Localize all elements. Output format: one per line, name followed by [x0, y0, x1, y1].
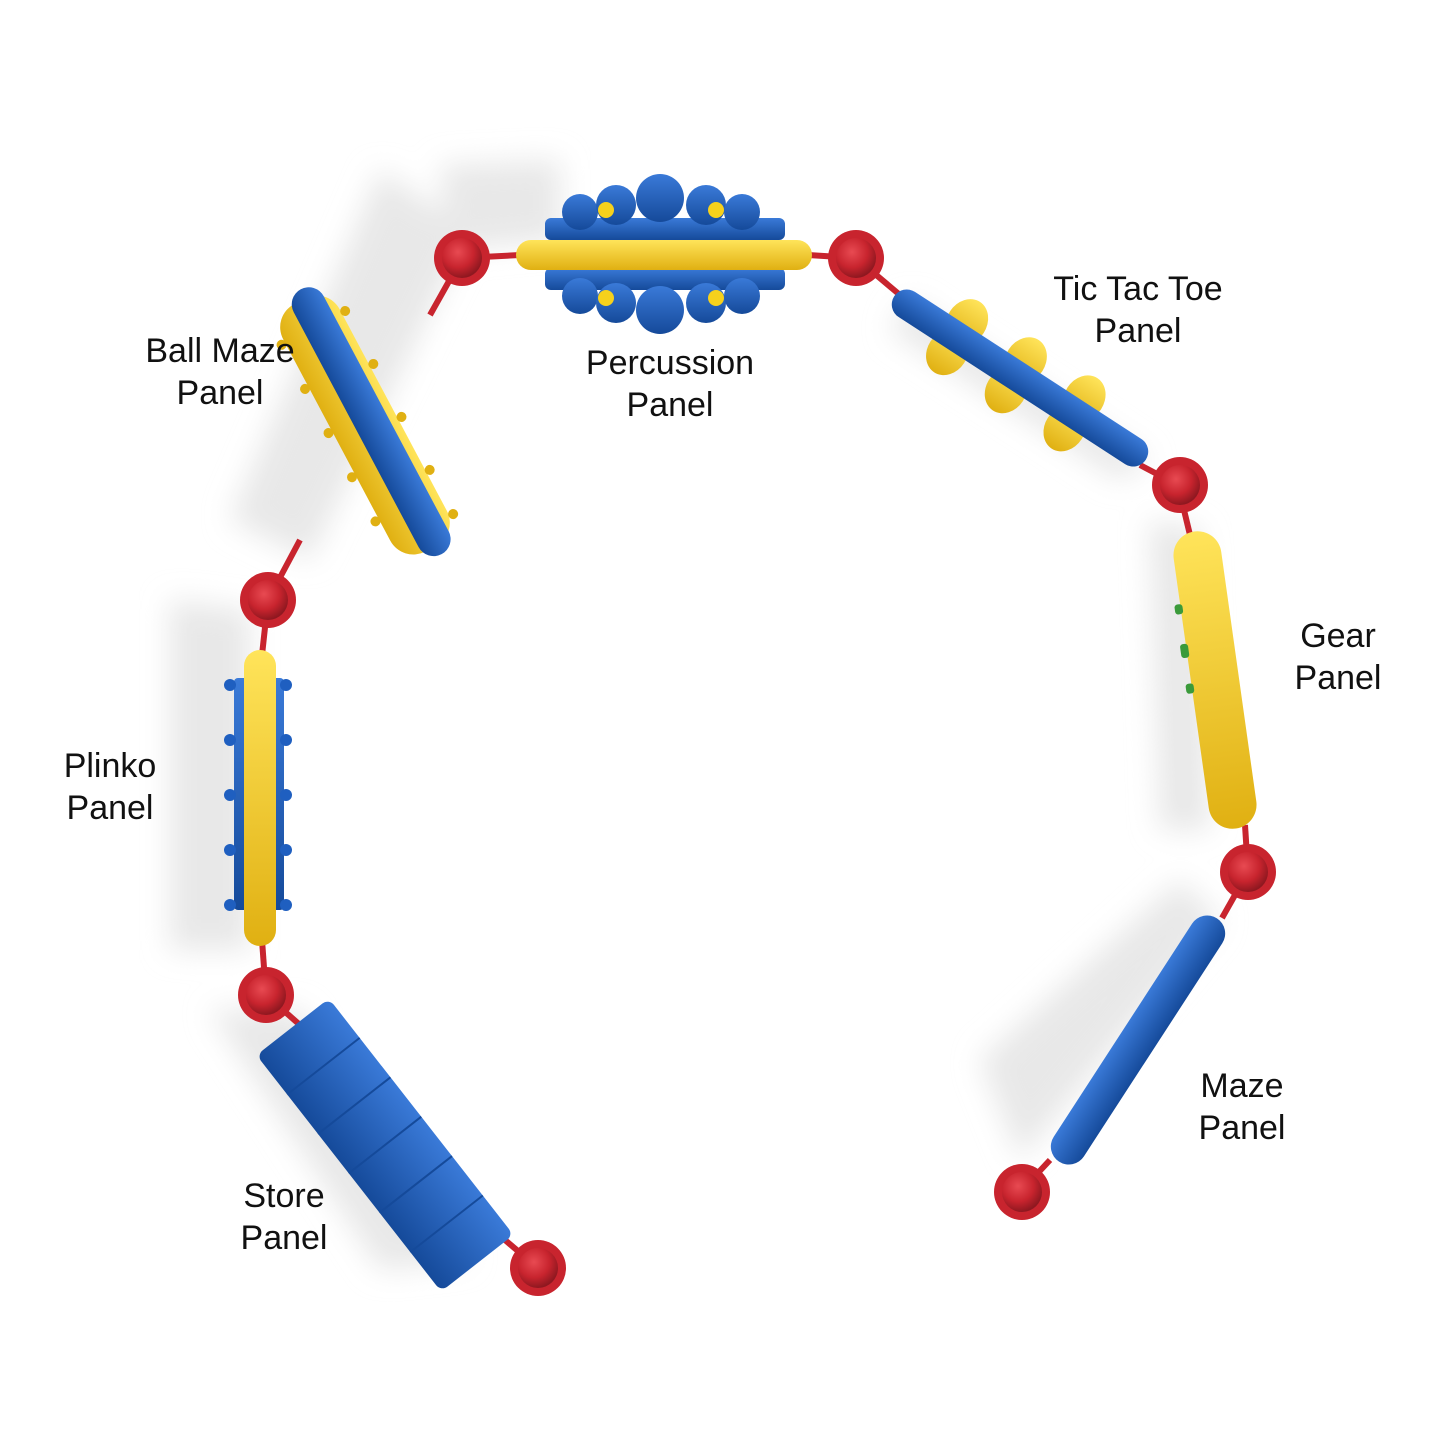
post-icon — [828, 230, 884, 286]
post-icon — [238, 967, 294, 1023]
post-icon — [240, 572, 296, 628]
gear-panel-graphic — [1173, 531, 1257, 829]
ball-maze-panel-graphic — [276, 287, 459, 557]
post-icon — [1220, 844, 1276, 900]
red-posts — [238, 230, 1276, 1296]
tic-tac-toe-panel-graphic — [891, 289, 1149, 467]
percussion-panel-graphic — [516, 174, 812, 334]
maze-panel-graphic — [1050, 915, 1226, 1165]
post-icon — [434, 230, 490, 286]
post-icon — [994, 1164, 1050, 1220]
post-icon — [1152, 457, 1208, 513]
store-panel-graphic — [259, 1001, 511, 1289]
post-icon — [510, 1240, 566, 1296]
plinko-panel-graphic — [224, 650, 292, 946]
